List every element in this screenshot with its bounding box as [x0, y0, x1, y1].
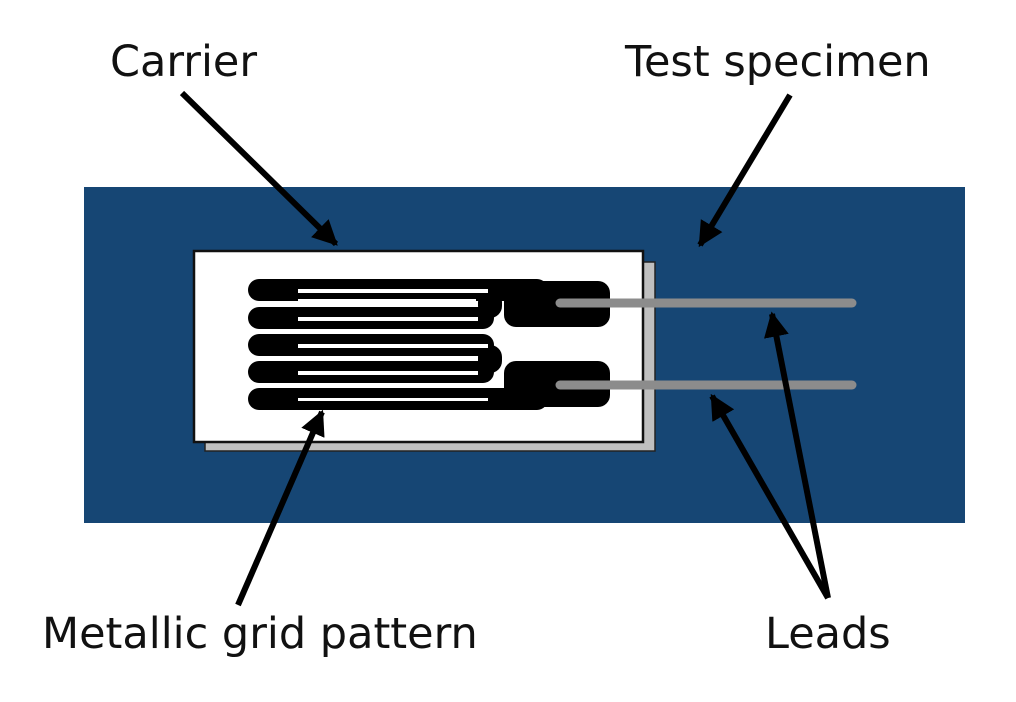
grid-pattern-arrow	[235, 409, 325, 607]
leads-upper-arrow	[764, 311, 831, 599]
carrier-label: Carrier	[110, 37, 257, 87]
callout-arrows	[179, 90, 831, 607]
metallic-grid-pattern-label: Metallic grid pattern	[42, 609, 478, 659]
carrier-arrow	[179, 90, 339, 247]
test-specimen-label: Test specimen	[624, 37, 931, 87]
test-specimen-arrow	[697, 93, 793, 248]
leads-lower-arrow	[709, 393, 831, 600]
leads-label: Leads	[765, 609, 891, 659]
metallic-grid-pattern	[248, 279, 610, 410]
leads	[555, 298, 857, 390]
